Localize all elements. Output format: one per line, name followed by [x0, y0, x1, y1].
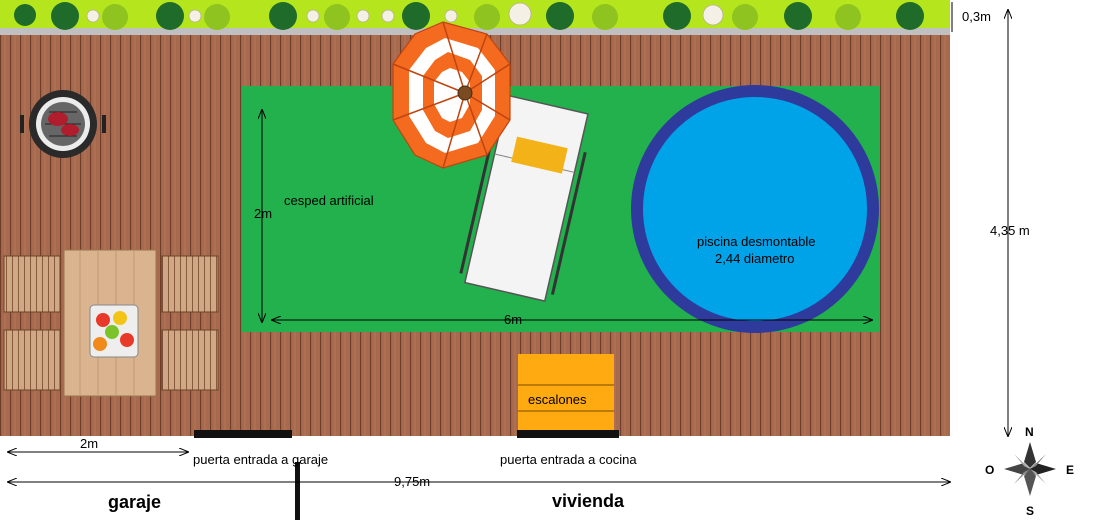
fruit-bowl-icon [89, 304, 139, 358]
compass-north: N [1025, 425, 1034, 439]
pool-label-line1: piscina desmontable [697, 234, 816, 249]
barbecue-grill-icon [20, 90, 106, 158]
compass-east: E [1066, 463, 1074, 477]
steps [518, 354, 614, 432]
door-garage-label: puerta entrada a garaje [193, 452, 328, 467]
compass-south: S [1026, 504, 1034, 518]
pool [631, 85, 879, 333]
compass-west: O [985, 463, 994, 477]
garden-depth-label: 4,35 m [990, 223, 1030, 238]
zone-garage-label: garaje [108, 492, 161, 512]
lawn-label: cesped artificial [284, 193, 374, 208]
kitchen-door [517, 430, 619, 438]
door-kitchen-label: puerta entrada a cocina [500, 452, 637, 467]
flower-icon [86, 2, 724, 26]
chair [3, 255, 219, 391]
zone-house-label: vivienda [552, 491, 625, 511]
lawn-height-label: 2m [254, 206, 272, 221]
total-width-label: 9,75m [394, 474, 430, 489]
shrub-icon [102, 4, 861, 30]
lawn-width-label: 6m [504, 312, 522, 327]
strip-depth-label: 0,3m [962, 9, 991, 24]
hedge-strip [0, 0, 950, 35]
sun-lounger-icon [459, 94, 589, 302]
patio-umbrella-icon [392, 21, 511, 169]
dimension-lines [8, 2, 1008, 482]
shrub-icon [14, 2, 924, 30]
pool-label-line2: 2,44 diametro [715, 251, 795, 266]
zone-divider [295, 462, 300, 520]
garage-door [194, 430, 292, 438]
steps-label: escalones [528, 392, 587, 407]
garage-width-label: 2m [80, 436, 98, 451]
compass-rose-icon: N S E O [985, 425, 1074, 518]
